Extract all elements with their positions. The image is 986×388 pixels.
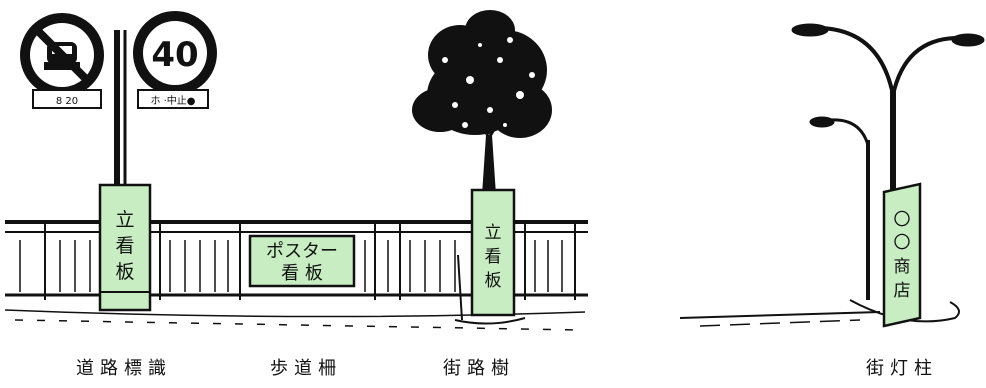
stand-tree-char-3: 板: [485, 271, 502, 291]
no-cars-sign-icon: [20, 13, 104, 97]
caption-sidewalk-fence: 歩道柵: [270, 358, 342, 379]
plate-left-text: 8 20: [56, 96, 78, 107]
poster-line-2: 看 板: [281, 263, 323, 284]
shop-board: 〇 〇 商 店: [882, 182, 922, 328]
shop-char-2: 〇: [894, 233, 911, 253]
poster-board: ポスター 看 板: [248, 234, 356, 288]
street-light: [679, 23, 985, 327]
poster-line-1: ポスター: [266, 241, 338, 262]
road-sign: 40 8 20 ホ ·中止●: [20, 11, 217, 190]
caption-road-sign: 道路標識: [76, 358, 172, 379]
caption-street-light: 街灯柱: [866, 358, 938, 379]
street-tree: [412, 10, 552, 325]
stand-tree-char-2: 看: [485, 247, 502, 267]
stand-left-char-2: 看: [115, 235, 134, 257]
speed-limit-sign-icon: 40: [133, 11, 217, 95]
caption-street-tree: 街路樹: [443, 358, 515, 379]
stand-left-char-3: 板: [115, 261, 134, 283]
stand-left-char-1: 立: [115, 209, 134, 231]
speed-limit-value: 40: [151, 35, 198, 75]
shop-char-3: 商: [894, 257, 911, 277]
plate-right-text: ホ ·中止●: [150, 94, 195, 107]
supplementary-plate-right: [137, 89, 209, 109]
shop-char-4: 店: [894, 281, 911, 301]
supplementary-plate-left: [32, 89, 102, 109]
stand-board-left: 立 看 板: [98, 183, 152, 312]
shop-char-1: 〇: [894, 210, 911, 230]
stand-board-tree: 立 看 板: [470, 188, 516, 317]
stand-tree-char-1: 立: [485, 223, 502, 243]
